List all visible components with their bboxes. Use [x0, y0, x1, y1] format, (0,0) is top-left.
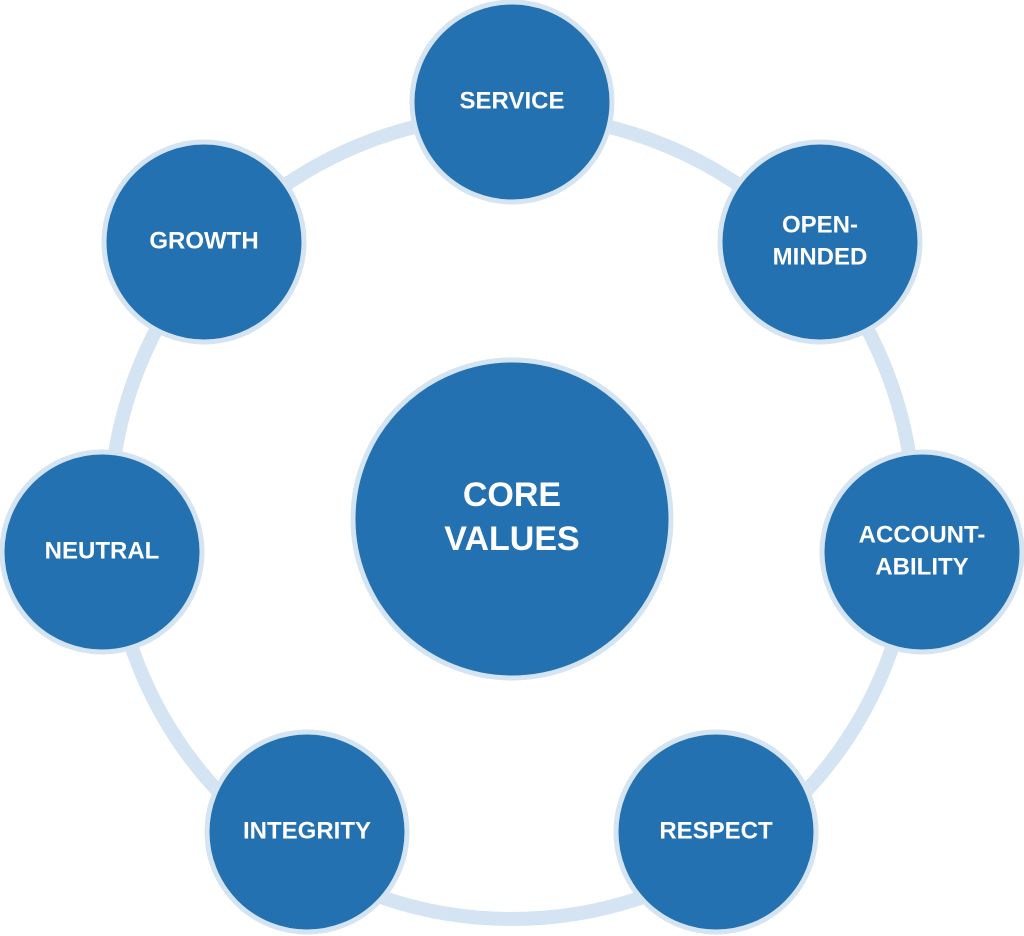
value-node-service: SERVICE: [409, 0, 615, 205]
value-node-accountability: ACCOUNT- ABILITY: [819, 449, 1024, 655]
value-neutral-circle: [0, 449, 205, 655]
value-node-respect: RESPECT: [613, 729, 819, 935]
value-node-integrity: INTEGRITY: [204, 729, 410, 935]
core-values-node: CORE VALUES: [350, 357, 674, 681]
value-service-label: SERVICE: [460, 87, 565, 114]
value-integrity-label: INTEGRITY: [243, 817, 371, 844]
value-growth-label: GROWTH: [149, 227, 258, 254]
value-respect-circle: [613, 729, 819, 935]
core-values-circle: [350, 357, 674, 681]
value-accountability-label: ABILITY: [875, 553, 968, 580]
value-growth-circle: [101, 139, 307, 345]
value-node-open-minded: OPEN- MINDED: [717, 139, 923, 345]
value-accountability-label: ACCOUNT-: [859, 521, 986, 548]
value-node-growth: GROWTH: [101, 139, 307, 345]
core-values-label: VALUES: [444, 520, 579, 558]
value-respect-label: RESPECT: [659, 817, 773, 844]
value-accountability-circle: [819, 449, 1024, 655]
value-open-minded-label: OPEN-: [782, 211, 858, 238]
core-values-label: CORE: [463, 476, 561, 514]
value-node-neutral: NEUTRAL: [0, 449, 205, 655]
value-open-minded-circle: [717, 139, 923, 345]
value-integrity-circle: [204, 729, 410, 935]
value-neutral-label: NEUTRAL: [45, 537, 160, 564]
value-open-minded-label: MINDED: [773, 243, 868, 270]
value-service-circle: [409, 0, 615, 205]
